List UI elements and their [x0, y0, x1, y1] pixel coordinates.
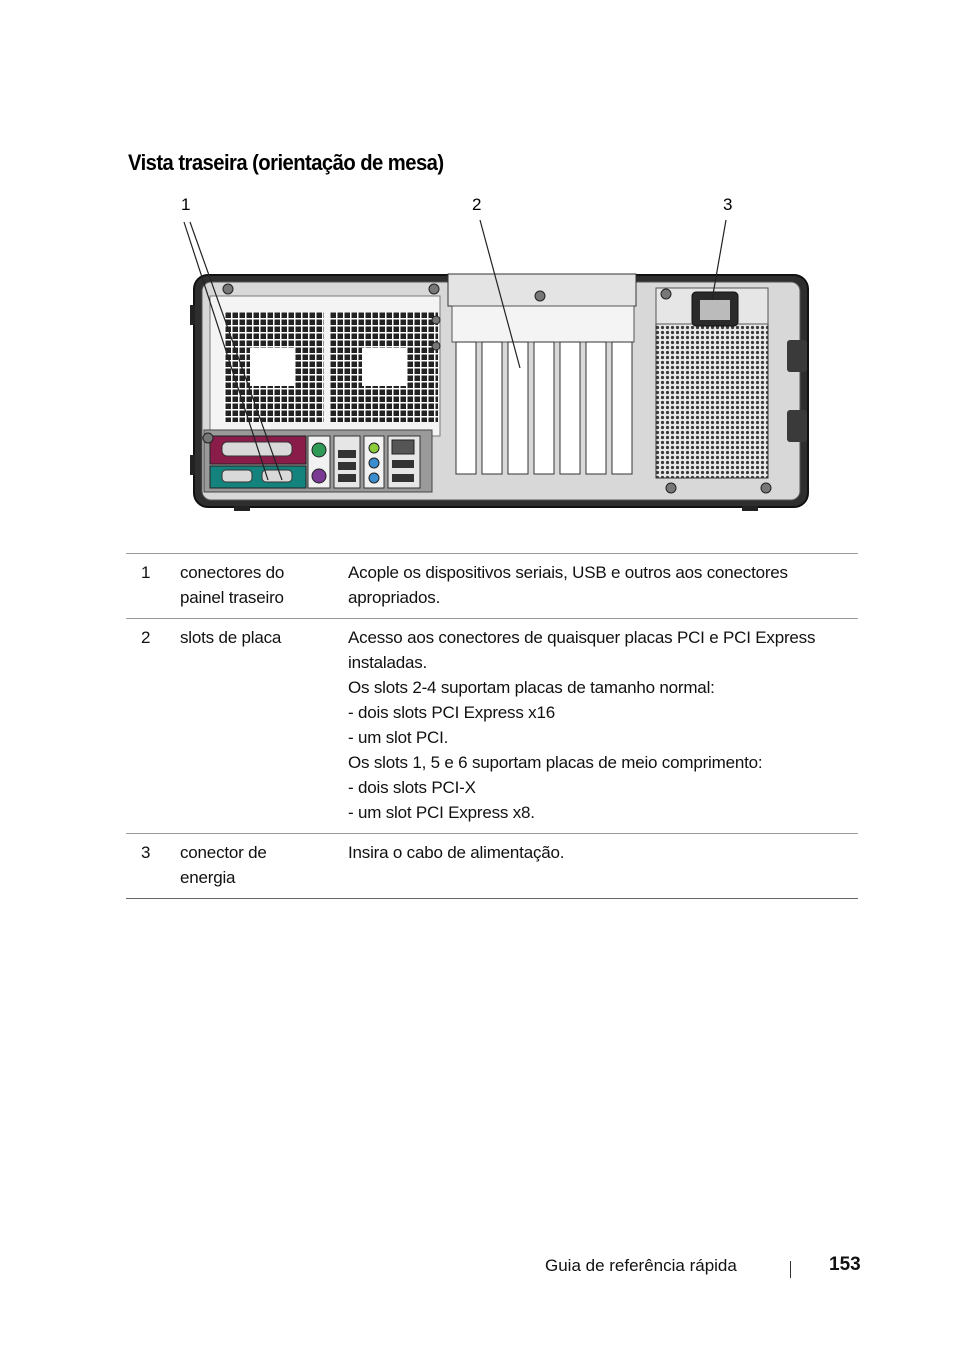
audio-jack-icon: [368, 457, 380, 469]
usb-port-icon: [338, 450, 356, 458]
legend-term: conectores do painel traseiro: [180, 553, 348, 619]
side-latch: [787, 340, 807, 372]
card-slot-cover: [447, 273, 637, 307]
callout-3: 3: [723, 195, 733, 214]
card-slots: [455, 341, 633, 475]
legend-term: slots de placa: [180, 618, 348, 834]
audio-jack-icon: [368, 472, 380, 484]
network-port-icon: [391, 439, 415, 455]
legend-description: Insira o cabo de alimentação.: [348, 833, 858, 899]
ps2-port-icon: [311, 442, 327, 458]
legend-term: conector de energia: [180, 833, 348, 899]
table-row: 1 conectores do painel traseiro Acople o…: [126, 553, 858, 619]
legend-table: 1 conectores do painel traseiro Acople o…: [126, 553, 858, 899]
legend-number: 3: [126, 833, 180, 899]
table-row: 3 conector de energia Insira o cabo de a…: [126, 833, 858, 899]
section-heading: Vista traseira (orientação de mesa): [128, 150, 444, 175]
legend-number: 2: [126, 618, 180, 834]
audio-jack-icon: [368, 442, 380, 454]
usb-port-icon: [392, 474, 414, 482]
usb-port-icon: [338, 474, 356, 482]
table-row: 2 slots de placa Acesso aos conectores d…: [126, 618, 858, 834]
footer-separator: [790, 1261, 791, 1278]
callout-1: 1: [181, 195, 191, 214]
legend-description: Acesso aos conectores de quaisquer placa…: [348, 618, 858, 834]
callout-2: 2: [472, 195, 482, 214]
page-number: 153: [829, 1254, 861, 1275]
power-supply: [655, 305, 769, 479]
legend-number: 1: [126, 553, 180, 619]
usb-port-icon: [338, 462, 356, 470]
usb-port-icon: [392, 460, 414, 468]
ps2-port-icon: [311, 468, 327, 484]
footer-title: Guia de referência rápida: [545, 1256, 737, 1275]
computer-rear-view-illustration: [190, 273, 809, 511]
legend-description: Acople os dispositivos seriais, USB e ou…: [348, 553, 858, 619]
